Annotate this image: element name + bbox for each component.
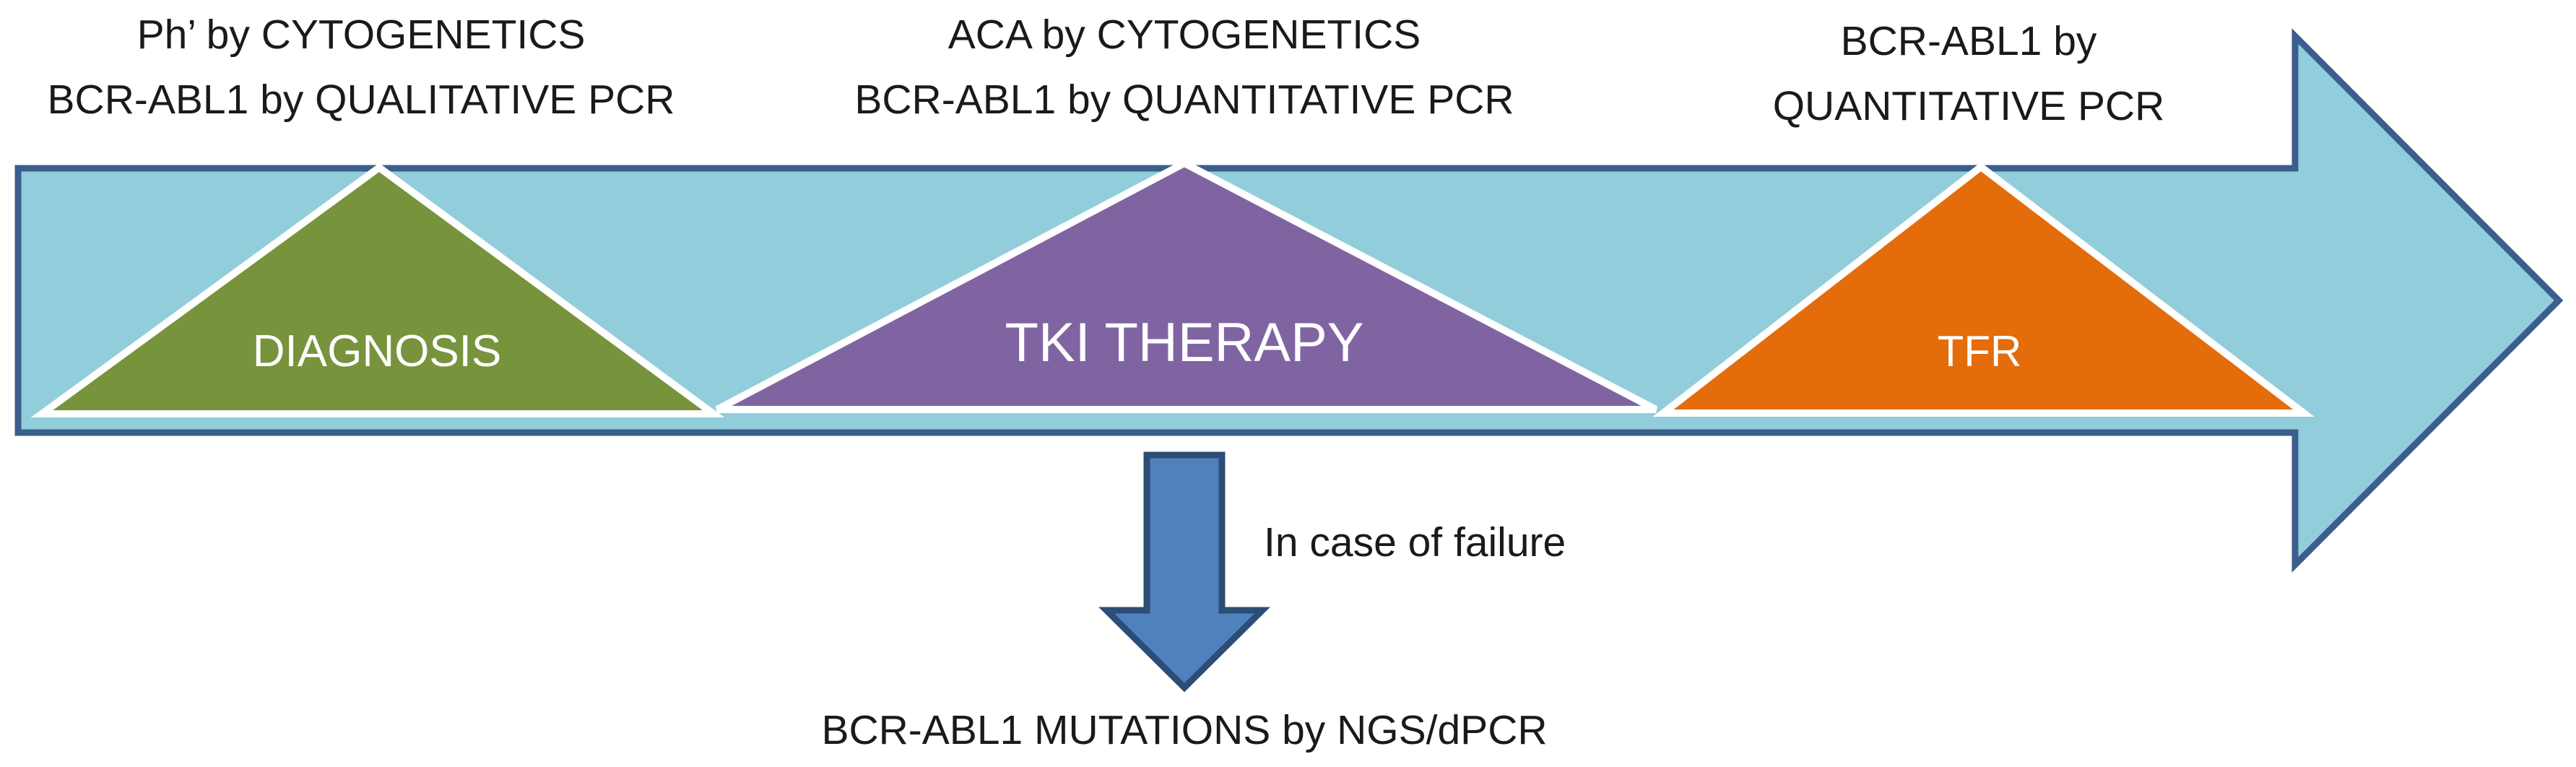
diagnosis-annotation-line-2: BCR-ABL1 by QUALITATIVE PCR <box>48 77 675 123</box>
tki-annotation-line-1: ACA by CYTOGENETICS <box>948 12 1421 58</box>
stage-label-tki-therapy: TKI THERAPY <box>1005 312 1364 373</box>
failure-condition-label: In case of failure <box>1264 519 1566 566</box>
tki-annotation-line-2: BCR-ABL1 by QUANTITATIVE PCR <box>854 77 1514 123</box>
stage-label-diagnosis: DIAGNOSIS <box>253 326 502 376</box>
diagnosis-annotation-line-1: Ph’ by CYTOGENETICS <box>137 12 586 58</box>
tfr-triangle <box>1652 162 2315 417</box>
failure-down-arrow <box>1098 451 1270 693</box>
tki-therapy-triangle <box>715 159 1658 413</box>
tfr-annotation-line-2: QUANTITATIVE PCR <box>1773 83 2165 129</box>
tfr-annotation-line-1: BCR-ABL1 by <box>1841 18 2097 64</box>
stage-label-tfr: TFR <box>1938 327 2022 376</box>
diagnosis-triangle <box>30 162 725 417</box>
failure-result-label: BCR-ABL1 MUTATIONS by NGS/dPCR <box>821 707 1547 753</box>
